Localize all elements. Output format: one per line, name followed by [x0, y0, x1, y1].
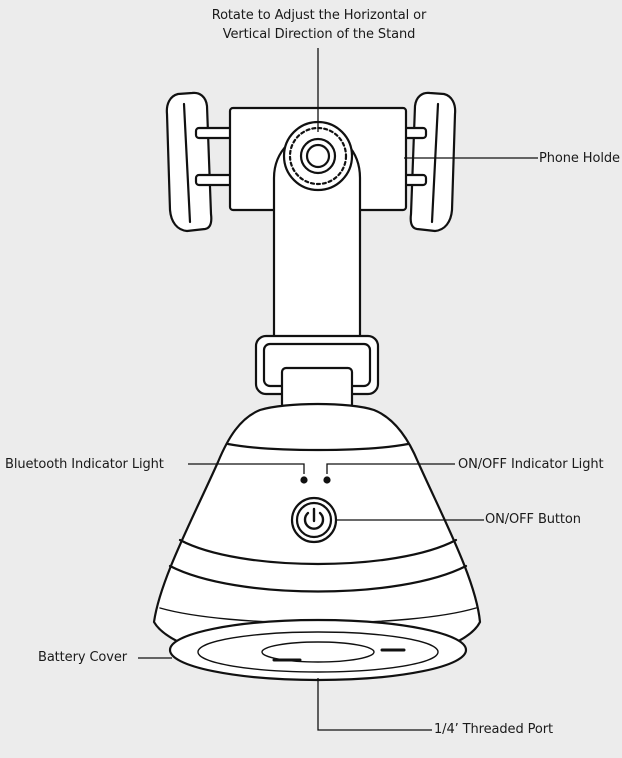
- power-icon: [303, 511, 325, 530]
- bluetooth-indicator-label: Bluetooth Indicator Light: [5, 457, 164, 472]
- swivel-collar: [254, 334, 380, 410]
- phone-holder-label: Phone Holde: [539, 151, 620, 166]
- battery-cover-label: Battery Cover: [38, 650, 128, 665]
- battery-cover: [168, 618, 468, 682]
- phone-holder-left-arm: [165, 91, 234, 233]
- rotate-label-line2: Vertical Direction of the Stand: [222, 27, 416, 42]
- onoff-button-label: ON/OFF Button: [485, 512, 581, 527]
- onoff-indicator-label: ON/OFF Indicator Light: [458, 457, 604, 472]
- leader-lines: [138, 48, 538, 731]
- rotation-knob: [282, 120, 354, 192]
- bluetooth-indicator-light: [300, 476, 308, 484]
- rotate-label-line1: Rotate to Adjust the Horizontal or: [211, 8, 427, 23]
- onoff-button[interactable]: [290, 496, 338, 544]
- phone-holder-right-arm: [388, 91, 457, 233]
- onoff-indicator-light: [323, 476, 331, 484]
- threaded-port-label: 1/4’ Threaded Port: [434, 722, 553, 737]
- rotate-label: Rotate to Adjust the Horizontal or Verti…: [168, 8, 470, 43]
